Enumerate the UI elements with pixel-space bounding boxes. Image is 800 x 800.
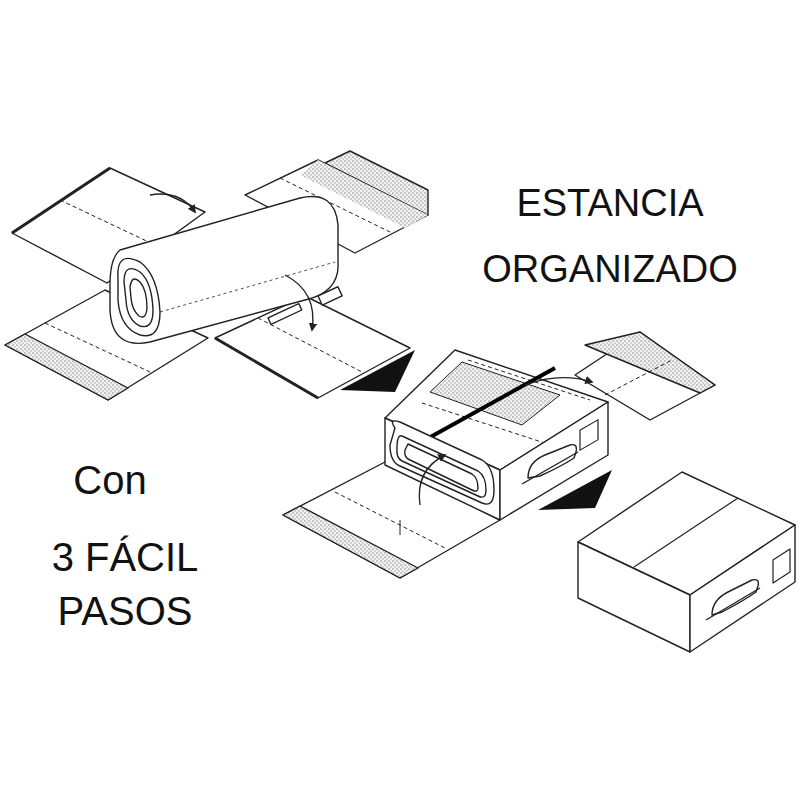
caption-text: 3 FÁCIL PASOS	[20, 530, 230, 638]
box-end	[578, 542, 690, 652]
caption-text: ESTANCIA ORGANIZADO	[455, 170, 765, 302]
box-side	[500, 402, 608, 520]
caption-text: Con	[45, 455, 175, 505]
step-three-closed-box	[578, 472, 795, 652]
rolled-bedding	[110, 197, 338, 344]
step-arrow	[340, 350, 415, 392]
box-side	[690, 525, 795, 652]
box-end	[385, 418, 500, 520]
step-one-unfolded	[5, 151, 428, 400]
